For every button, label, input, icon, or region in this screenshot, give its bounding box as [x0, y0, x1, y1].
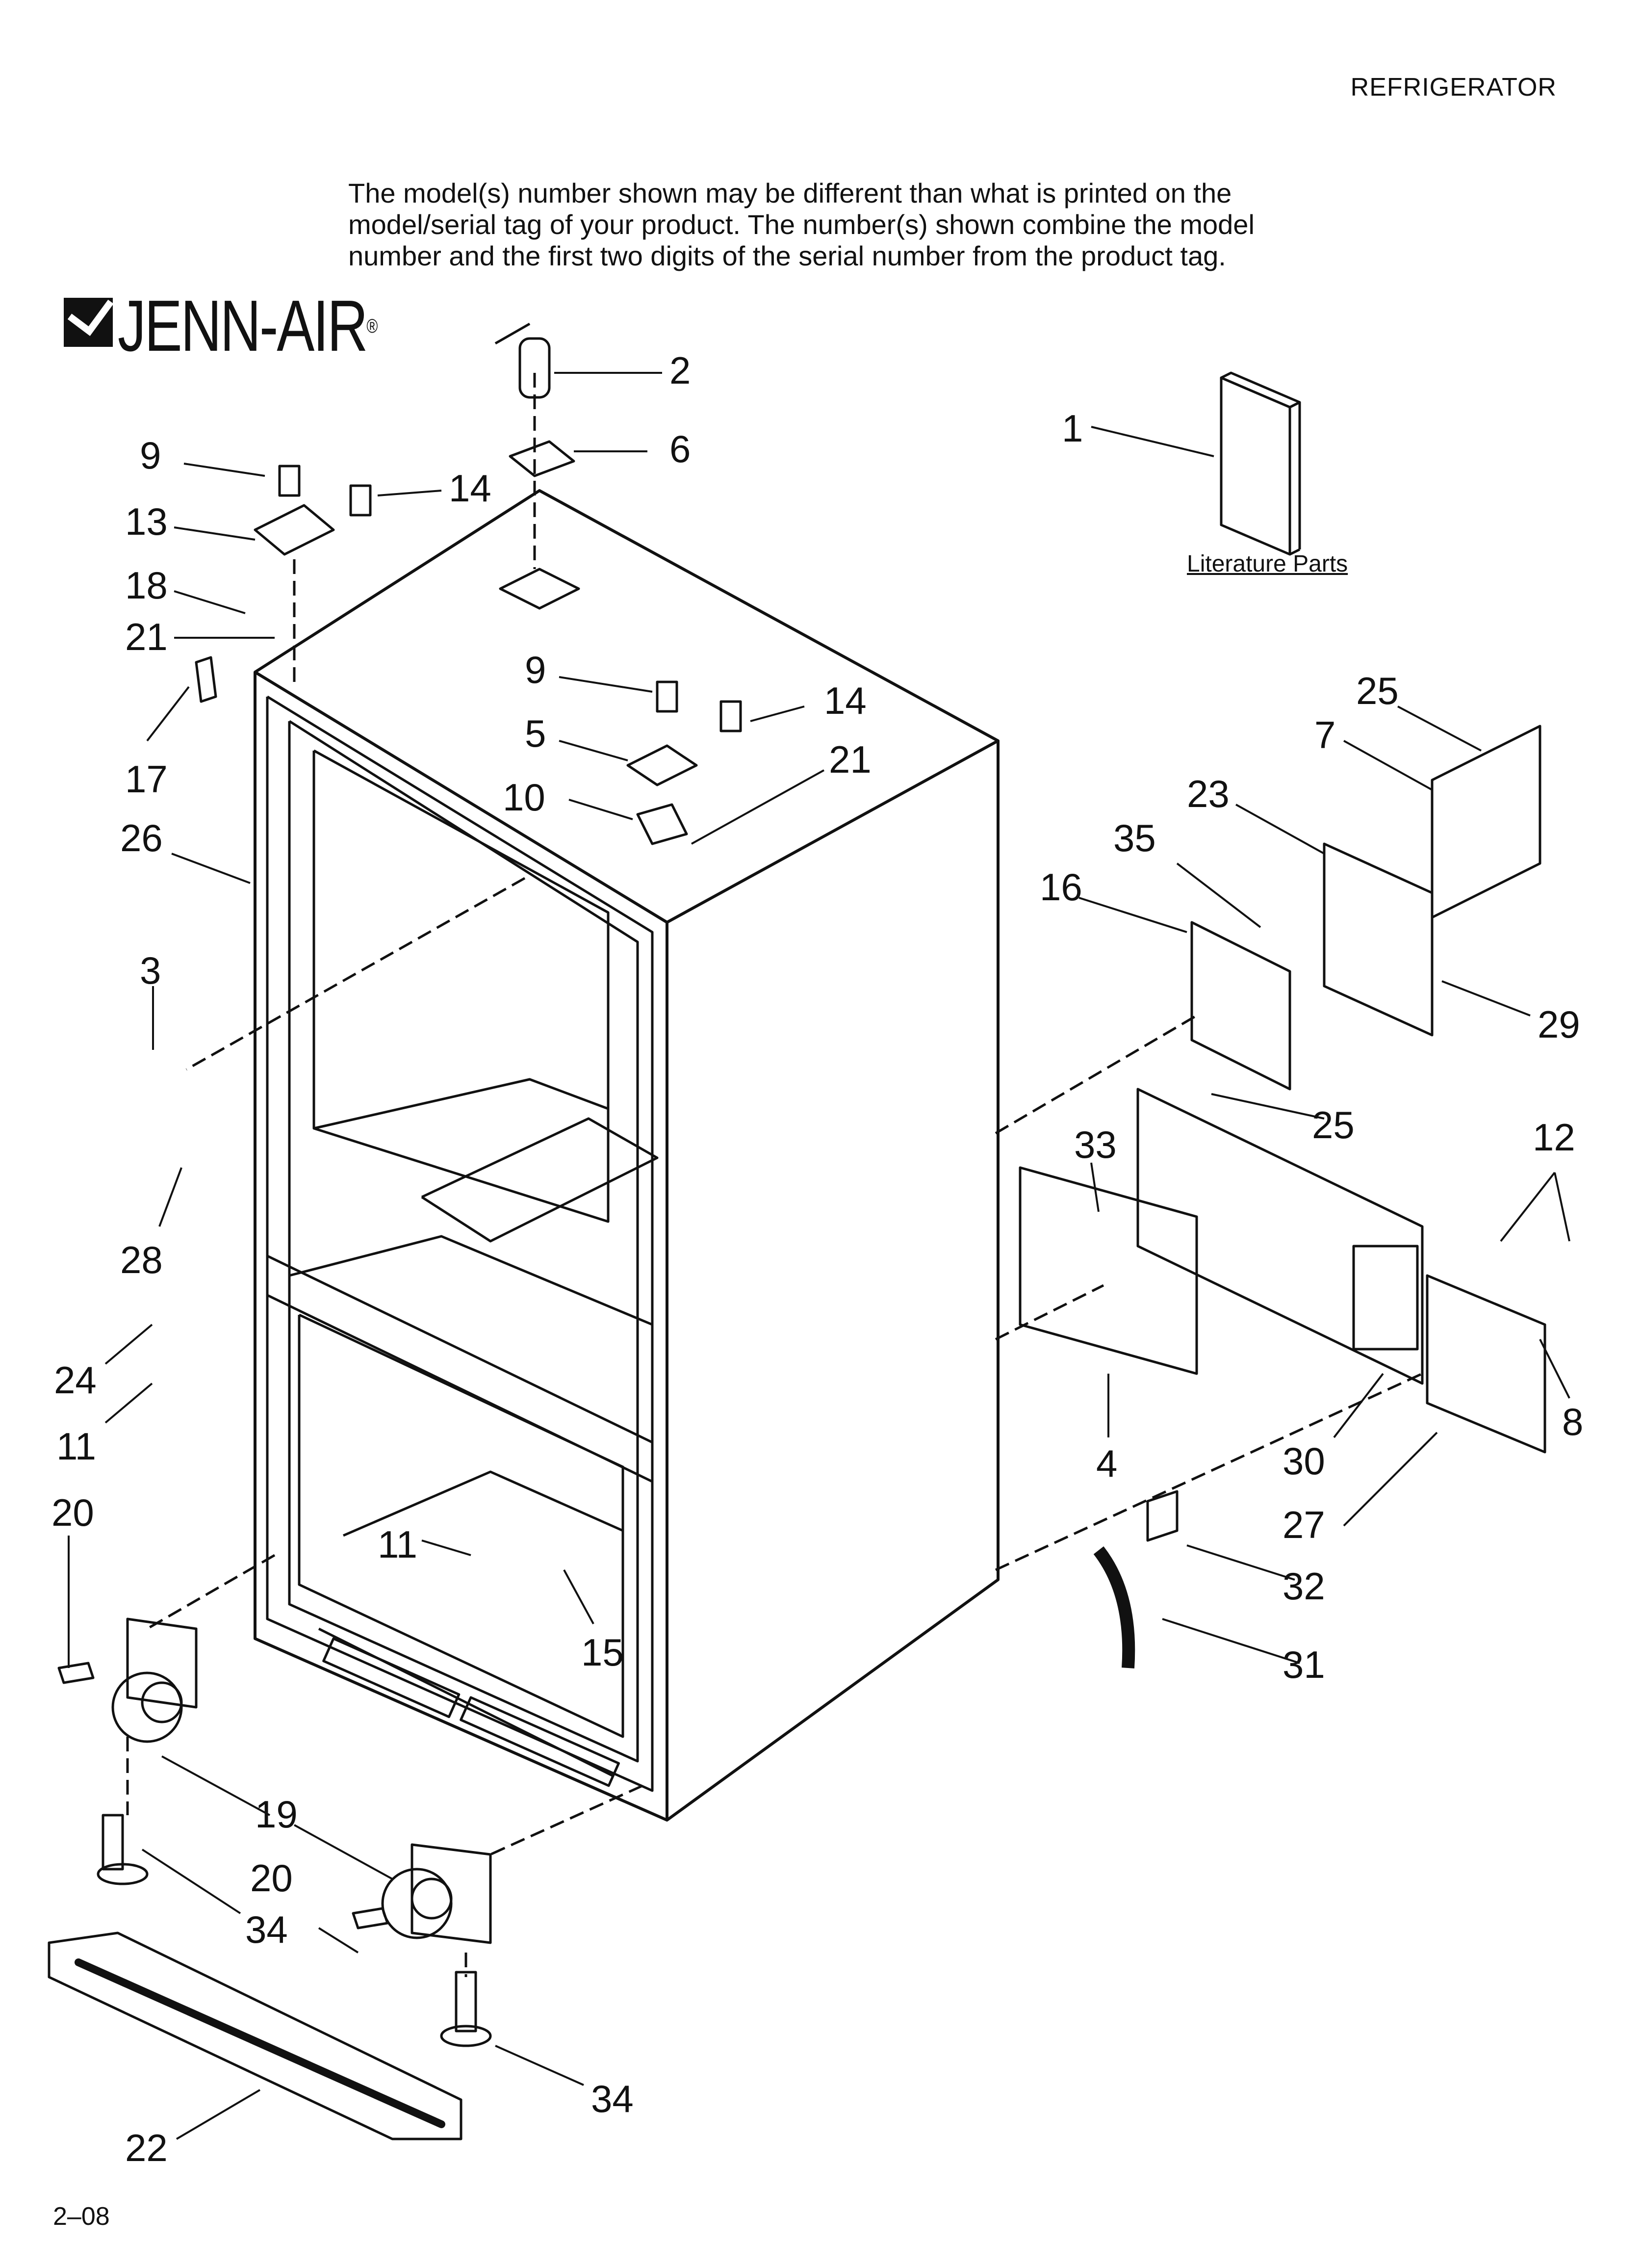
callout-label: 4 — [1096, 1442, 1117, 1485]
callout-label: 12 — [1533, 1116, 1575, 1159]
revision-code: 2–08 — [53, 2202, 110, 2231]
callout-label: 21 — [125, 615, 168, 658]
section-title: REFRIGERATOR — [1350, 73, 1557, 102]
callout-label: 25 — [1356, 669, 1399, 712]
upper-hinge-parts — [195, 322, 742, 845]
model-number-notice: The model(s) number shown may be differe… — [348, 178, 1329, 272]
callout-label: 20 — [250, 1856, 293, 1900]
callout-label: 27 — [1283, 1503, 1325, 1546]
callout-label: 14 — [449, 467, 491, 510]
callout-label: 34 — [245, 1908, 288, 1951]
callout-label: 8 — [1562, 1400, 1583, 1443]
brand-logo-icon — [64, 298, 114, 347]
callout-label: 28 — [120, 1238, 163, 1281]
callout-label: 23 — [1187, 772, 1230, 815]
callout-label: 3 — [140, 949, 161, 992]
callout-label: 20 — [51, 1491, 94, 1534]
callout-label: 2 — [669, 349, 691, 392]
callout-label: 15 — [581, 1631, 624, 1674]
callout-label: 30 — [1283, 1439, 1325, 1483]
callout-label: 1 — [1062, 407, 1083, 450]
notice-line: model/serial tag of your product. The nu… — [348, 209, 1255, 240]
literature-parts-label: Literature Parts — [1187, 551, 1348, 577]
callout-label: 22 — [125, 2126, 168, 2169]
callout-label: 21 — [829, 738, 872, 781]
callout-label: 7 — [1314, 713, 1335, 756]
callout-label: 10 — [503, 776, 545, 819]
callout-label: 13 — [125, 500, 168, 543]
callout-label: 26 — [120, 816, 163, 860]
callout-label: 11 — [378, 1523, 417, 1566]
callout-label: 9 — [140, 434, 161, 477]
callout-label: 6 — [669, 427, 691, 470]
callout-numbers: 1 2 6 9 14 13 18 21 17 26 9 14 5 10 21 2… — [51, 349, 1583, 2169]
assembly-dash-lines — [126, 373, 1423, 1977]
callout-label: 18 — [125, 564, 168, 607]
callout-label: 24 — [54, 1358, 97, 1402]
callout-label: 17 — [125, 757, 168, 801]
refrigerator-cabinet — [254, 489, 1000, 1822]
callout-label: 32 — [1283, 1564, 1325, 1608]
callout-label: 29 — [1538, 1003, 1580, 1046]
notice-line: The model(s) number shown may be differe… — [348, 178, 1232, 209]
callout-label: 5 — [525, 712, 546, 755]
callout-label: 35 — [1113, 816, 1156, 860]
callout-label: 31 — [1283, 1643, 1325, 1686]
callout-label: 9 — [525, 648, 546, 691]
callout-label: 19 — [255, 1793, 298, 1836]
roller-and-grille-parts — [48, 1617, 492, 2140]
callout-leaders — [68, 372, 1570, 2140]
callout-label: 11 — [56, 1425, 96, 1468]
callout-label: 14 — [824, 679, 867, 722]
literature-book-icon — [1220, 371, 1301, 556]
brand-name: JENN-AIR® — [118, 286, 378, 366]
callout-label: 33 — [1074, 1123, 1117, 1166]
callout-label: 34 — [591, 2077, 634, 2120]
notice-line: number and the first two digits of the s… — [348, 240, 1226, 271]
callout-label: 25 — [1312, 1103, 1355, 1147]
callout-label: 16 — [1040, 865, 1082, 909]
rear-access-panels — [1019, 725, 1546, 1668]
